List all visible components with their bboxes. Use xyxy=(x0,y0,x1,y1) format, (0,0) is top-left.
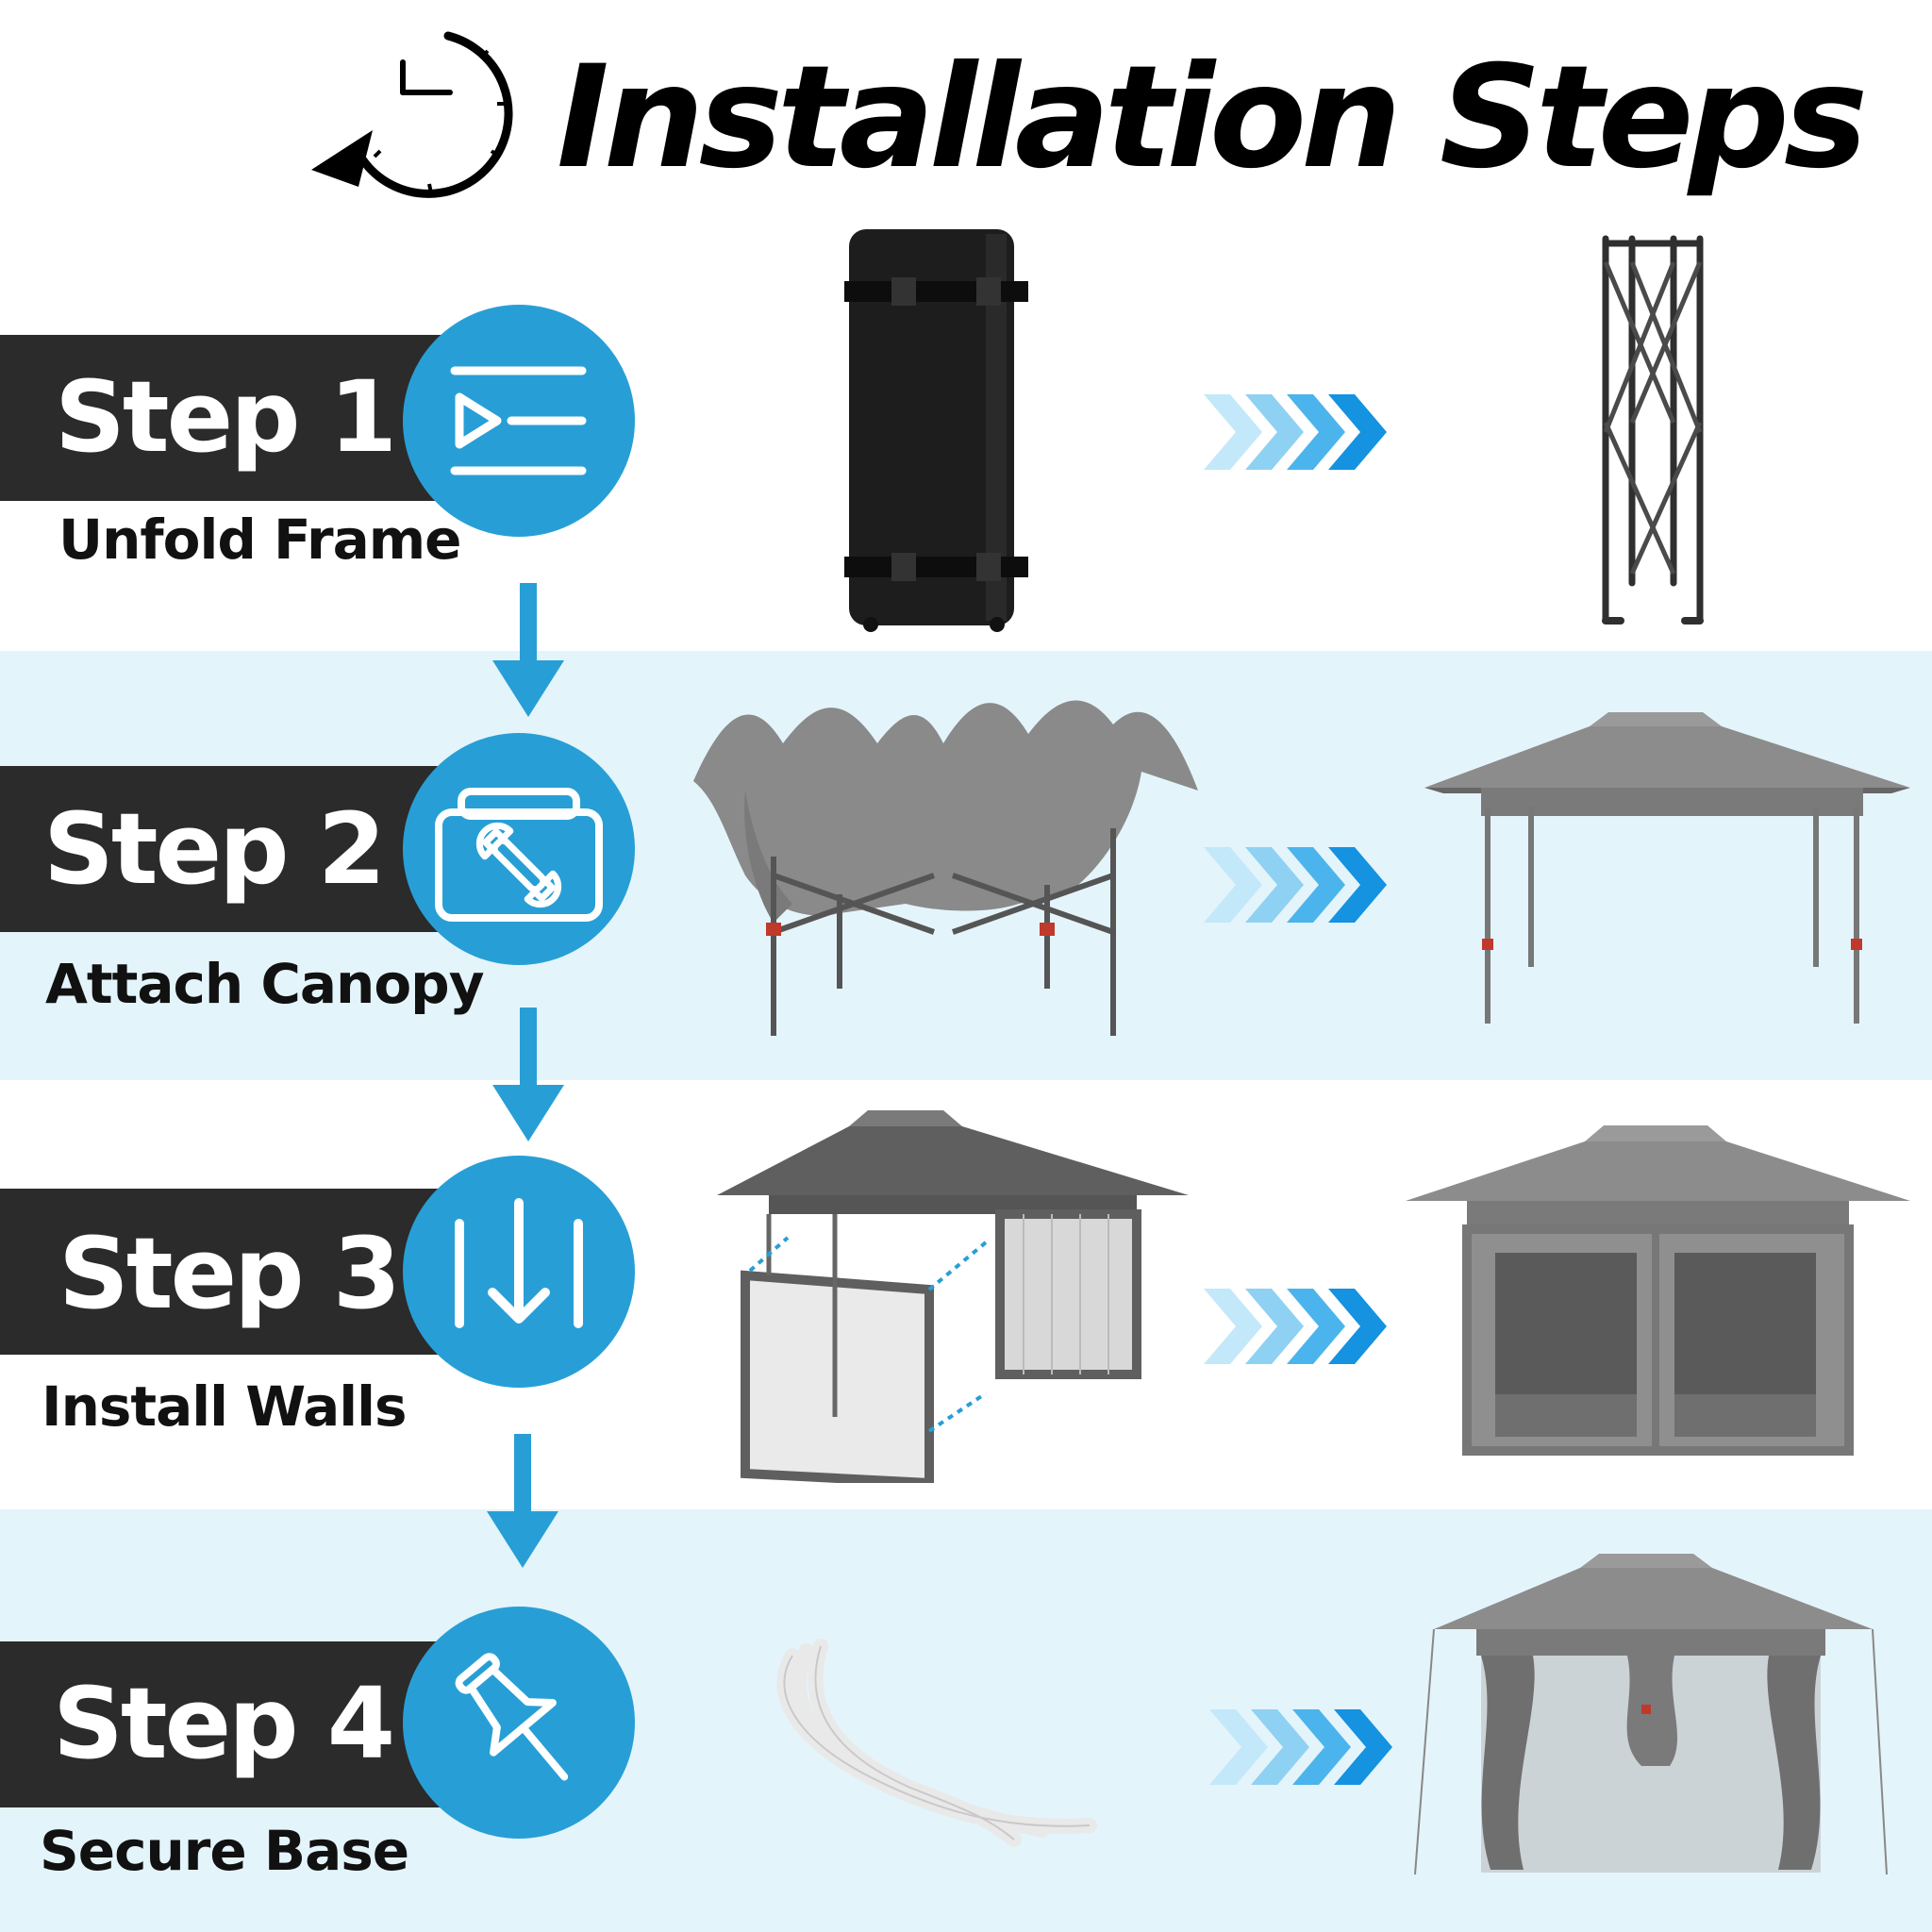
step4-subtitle: Secure Base xyxy=(40,1819,409,1883)
gazebo-walls-install-image xyxy=(712,1106,1193,1483)
toolbox-wrench-icon xyxy=(435,788,603,922)
step2-circle xyxy=(403,733,635,965)
step4-circle xyxy=(403,1607,635,1839)
play-list-icon xyxy=(450,366,587,475)
step3-bar xyxy=(0,1189,443,1355)
chevron-right-icon xyxy=(1204,394,1402,470)
step2-title: Step 2 xyxy=(43,791,386,907)
chevron-right-icon xyxy=(1209,1709,1407,1785)
arrow-down-icon xyxy=(492,1008,564,1144)
folded-frame-image xyxy=(1594,234,1717,635)
step2-bar xyxy=(0,766,443,932)
clock-rewind-icon xyxy=(307,19,533,211)
gazebo-with-walls-image xyxy=(1401,1121,1915,1456)
wall-arrow-down-icon xyxy=(455,1198,583,1328)
pushpin-icon xyxy=(455,1653,569,1781)
carry-bag-image xyxy=(844,225,1033,640)
chevron-right-icon xyxy=(1204,1289,1402,1364)
step3-subtitle: Install Walls xyxy=(42,1374,408,1439)
step2-subtitle: Attach Canopy xyxy=(45,952,485,1016)
chevron-right-icon xyxy=(1204,847,1402,923)
step1-title: Step 1 xyxy=(55,359,397,475)
rope-image xyxy=(759,1637,1108,1854)
step1-subtitle: Unfold Frame xyxy=(58,508,461,572)
step1-circle xyxy=(403,305,635,537)
arrow-down-icon xyxy=(487,1434,558,1571)
step4-title: Step 4 xyxy=(53,1666,395,1781)
step3-circle xyxy=(403,1156,635,1388)
secured-gazebo-image xyxy=(1410,1549,1891,1884)
frame-with-loose-canopy-image xyxy=(689,687,1203,1045)
assembled-gazebo-image xyxy=(1420,703,1920,1028)
step1-bar xyxy=(0,335,443,501)
step3-title: Step 3 xyxy=(58,1216,401,1331)
step4-bar xyxy=(0,1641,443,1807)
arrow-down-icon xyxy=(492,583,564,720)
page-title: Installation Steps xyxy=(557,36,1868,200)
